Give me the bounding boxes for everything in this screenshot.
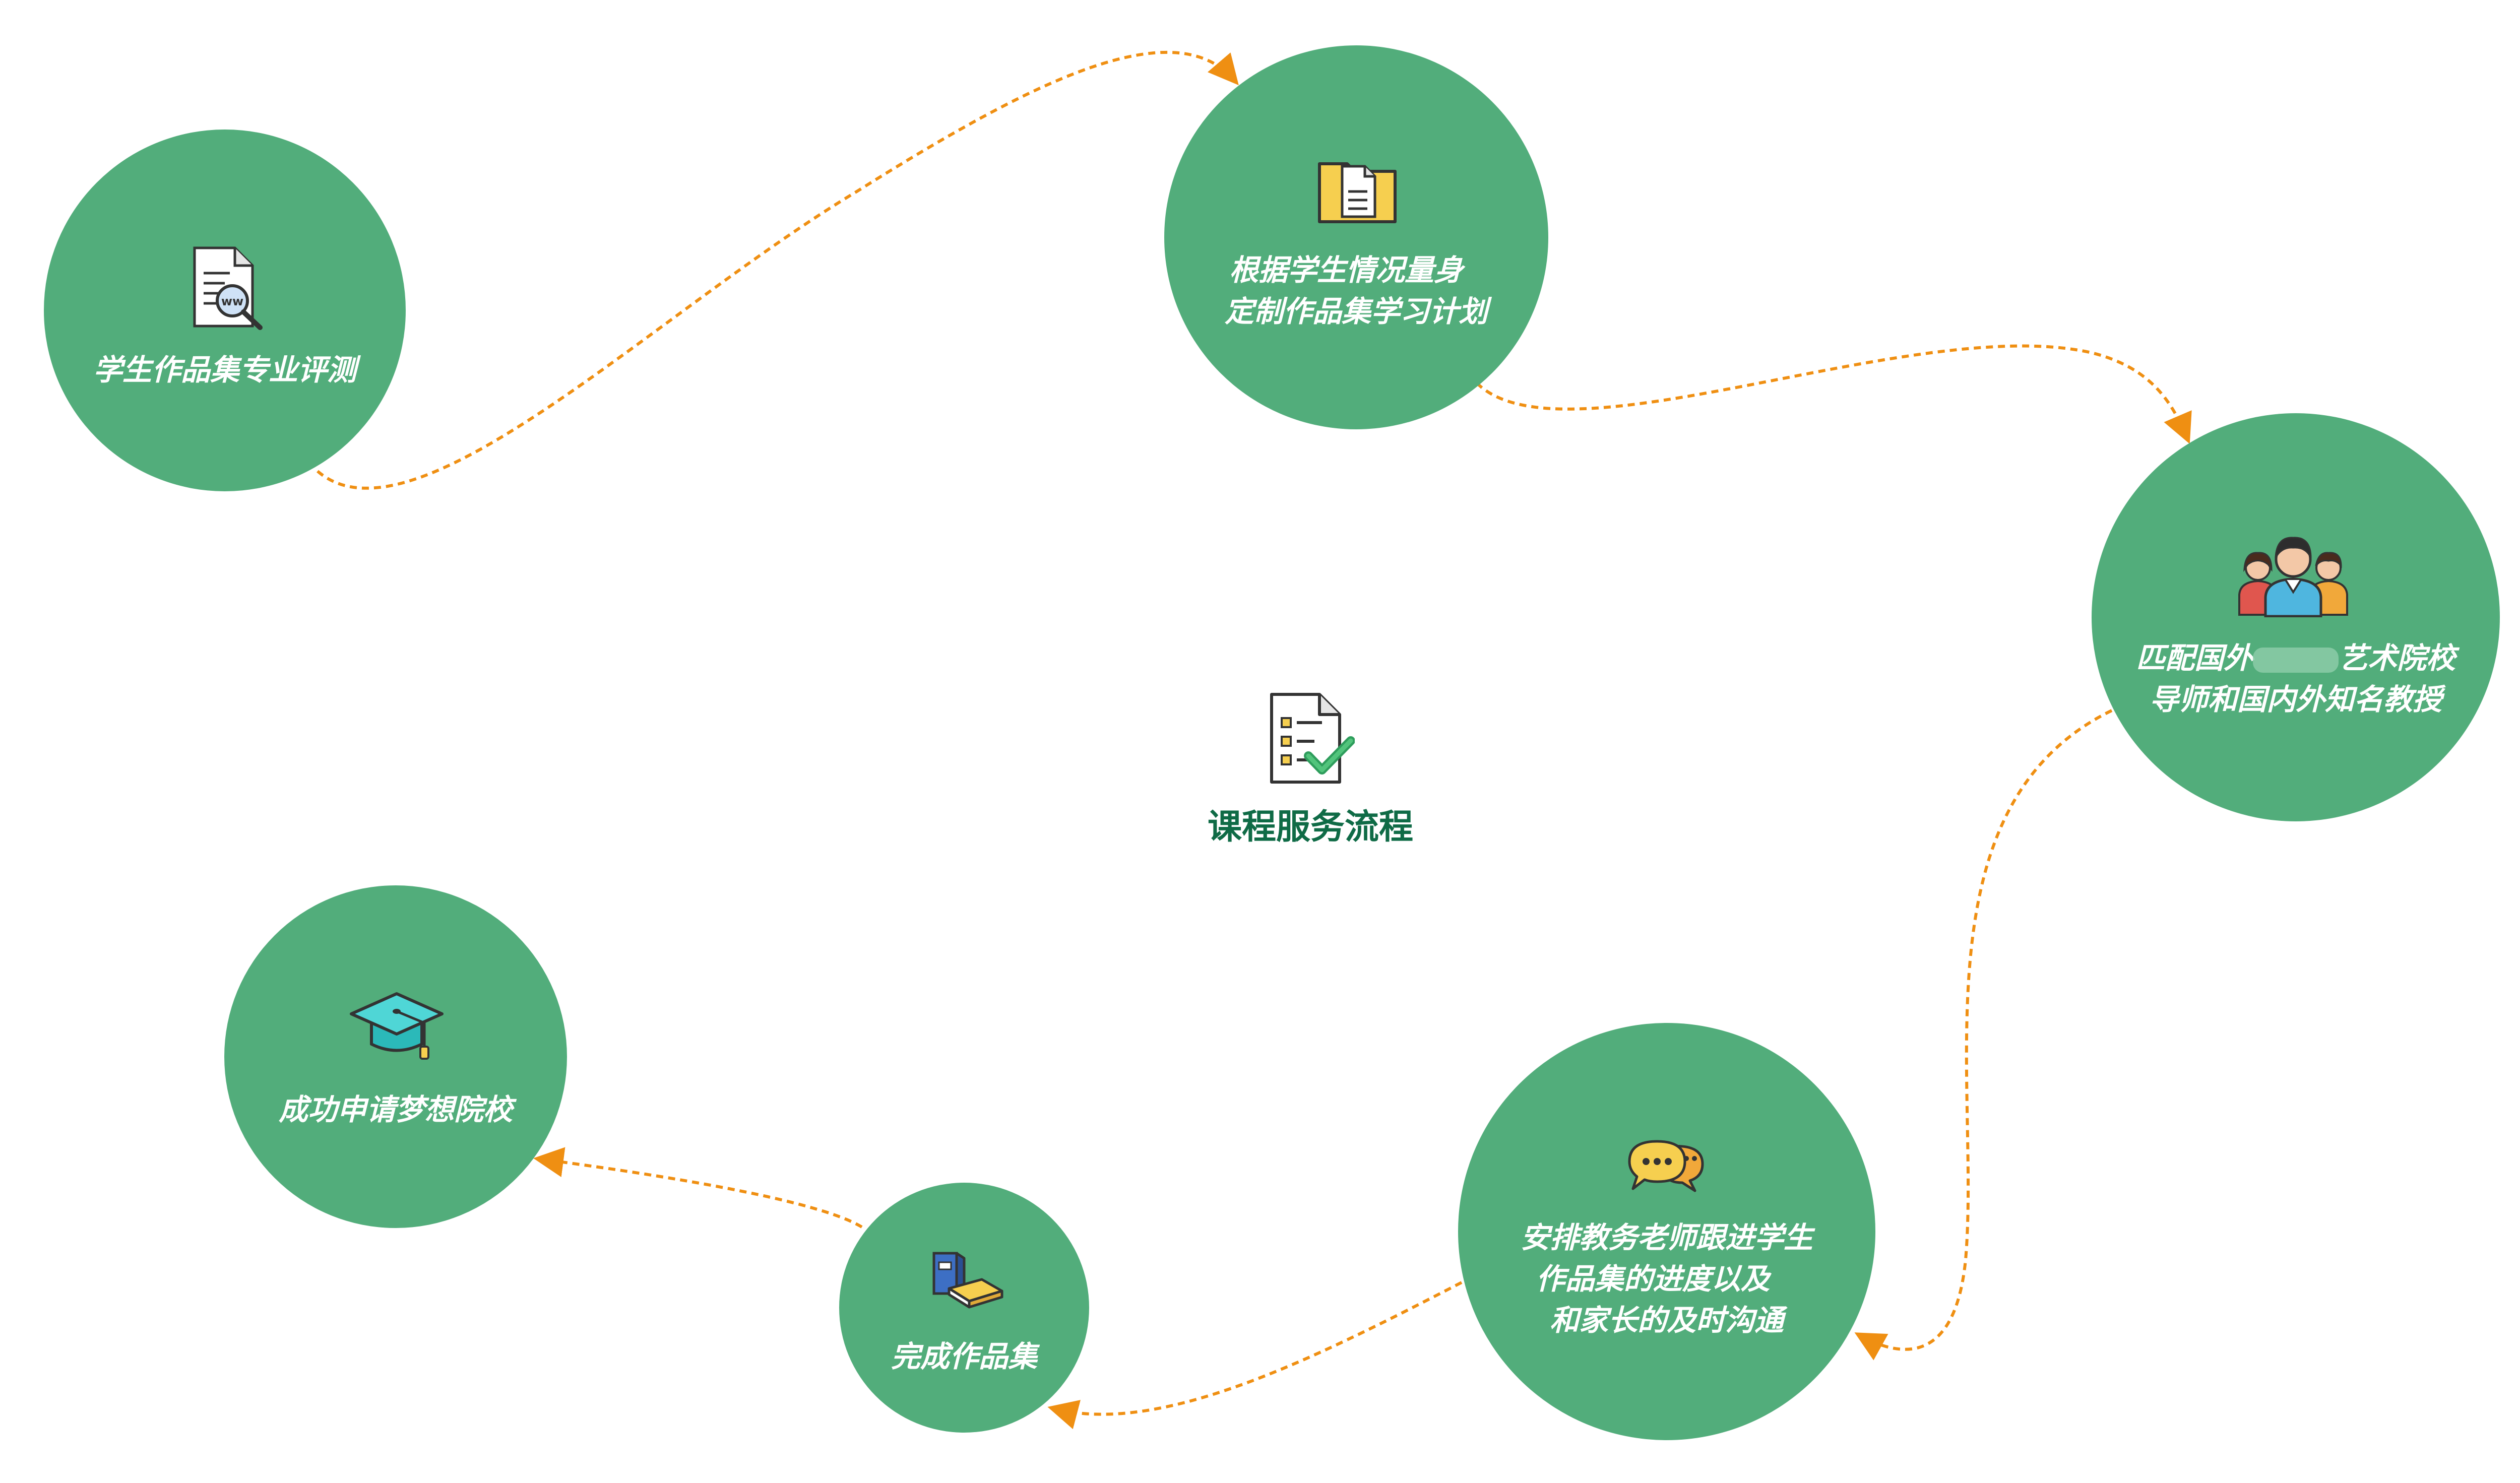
- svg-text:ww: ww: [221, 294, 243, 308]
- step-complete: 完成作品集: [839, 1183, 1089, 1433]
- step-plan-label-line2: 定制作品集学习计划: [1224, 294, 1488, 329]
- step-evaluate-label: 学生作品集专业评测: [93, 353, 356, 387]
- step-match: 匹配国外 艺术院校 导师和国内外知名教授: [2092, 413, 2500, 821]
- step-success: 成功申请梦想院校: [224, 885, 567, 1228]
- people-group-icon: [2238, 537, 2348, 617]
- folder-document-icon: [1318, 162, 1397, 223]
- step-evaluate: ww 学生作品集专业评测: [44, 130, 406, 491]
- step-match-label-line2: 导师和国内外知名教授: [2149, 682, 2442, 717]
- checklist-document-icon: [1270, 693, 1355, 784]
- step-success-label: 成功申请梦想院校: [278, 1092, 513, 1127]
- books-icon: [932, 1252, 1003, 1309]
- step-plan: 根据学生情况量身 定制作品集学习计划: [1164, 45, 1548, 429]
- chat-bubbles-icon: [1628, 1140, 1704, 1192]
- document-search-icon: ww: [193, 246, 263, 330]
- arrow-complete-to-success: [533, 1147, 863, 1229]
- step-match-label-line1: 匹配国外 艺术院校: [2092, 637, 2500, 679]
- step-match-label-part2: 艺术院校: [2339, 641, 2456, 675]
- arrow-follow-to-complete: [1047, 1281, 1463, 1430]
- step-follow-label-line3: 和家长的及时沟通: [1549, 1303, 1784, 1337]
- diagram-title: 课程服务流程: [1207, 807, 1413, 847]
- step-follow-label-line2: 作品集的进度以及: [1536, 1262, 1770, 1296]
- redacted-blur: [2253, 647, 2339, 673]
- step-follow: 安排教务老师跟进学生 作品集的进度以及 和家长的及时沟通: [1458, 1023, 1875, 1440]
- step-complete-label: 完成作品集: [891, 1339, 1037, 1374]
- arrow-match-to-follow: [1854, 709, 2113, 1361]
- step-plan-label-line1: 根据学生情况量身: [1229, 253, 1463, 287]
- step-follow-label-line1: 安排教务老师跟进学生: [1520, 1220, 1813, 1255]
- arrow-evaluate-to-plan: [317, 50, 1239, 490]
- step-match-label-part1: 匹配国外: [2135, 641, 2253, 675]
- arrow-plan-to-match: [1475, 344, 2192, 444]
- graduation-cap-icon: [350, 992, 444, 1060]
